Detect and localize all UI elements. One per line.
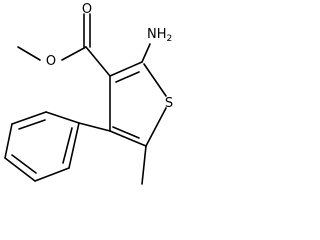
phenyl-ring: [4, 111, 111, 182]
bond-ph4-ph5: [4, 157, 36, 182]
bond-c3-c2-inner: [115, 71, 140, 83]
bond-ph3-ph4: [4, 123, 13, 159]
structure-canvas: O O S NH2: [4, 2, 173, 185]
thiophene-ring: [109, 61, 167, 147]
bond-ph2-ph3-inner: [18, 119, 46, 130]
bond-c2-s: [143, 63, 167, 97]
bond-c5-methyl: [141, 145, 147, 185]
bond-ph6-ph1-inner: [62, 127, 73, 164]
bond-ph1-ph2: [45, 111, 80, 124]
bond-c3-carbonyl: [85, 46, 111, 77]
carbonyl-oxygen-label: O: [82, 2, 92, 17]
amino-label-subscript: 2: [167, 34, 173, 44]
bond-s-c5: [145, 107, 167, 147]
sulfur-label: S: [165, 96, 173, 111]
bond-ph4-ph5-inner: [11, 154, 37, 174]
bond-ph5-ph6: [34, 167, 70, 182]
bond-carbonyl-o-ether: [61, 46, 87, 61]
ether-oxygen-label: O: [46, 54, 56, 69]
bond-c4-phenyl: [78, 122, 111, 132]
bond-ph2-ph3: [11, 111, 47, 125]
bond-c3-c2: [109, 61, 143, 77]
bond-ph6-ph1: [68, 122, 80, 169]
bond-c2-amino: [141, 43, 151, 63]
amino-label-main: NH: [147, 27, 167, 42]
bond-o-methyl: [17, 46, 41, 61]
bond-c5-c4-inner: [112, 126, 140, 139]
methyl-ester-group: [17, 13, 111, 77]
amino-label: NH2: [147, 27, 172, 44]
bond-c5-c4: [109, 130, 147, 147]
